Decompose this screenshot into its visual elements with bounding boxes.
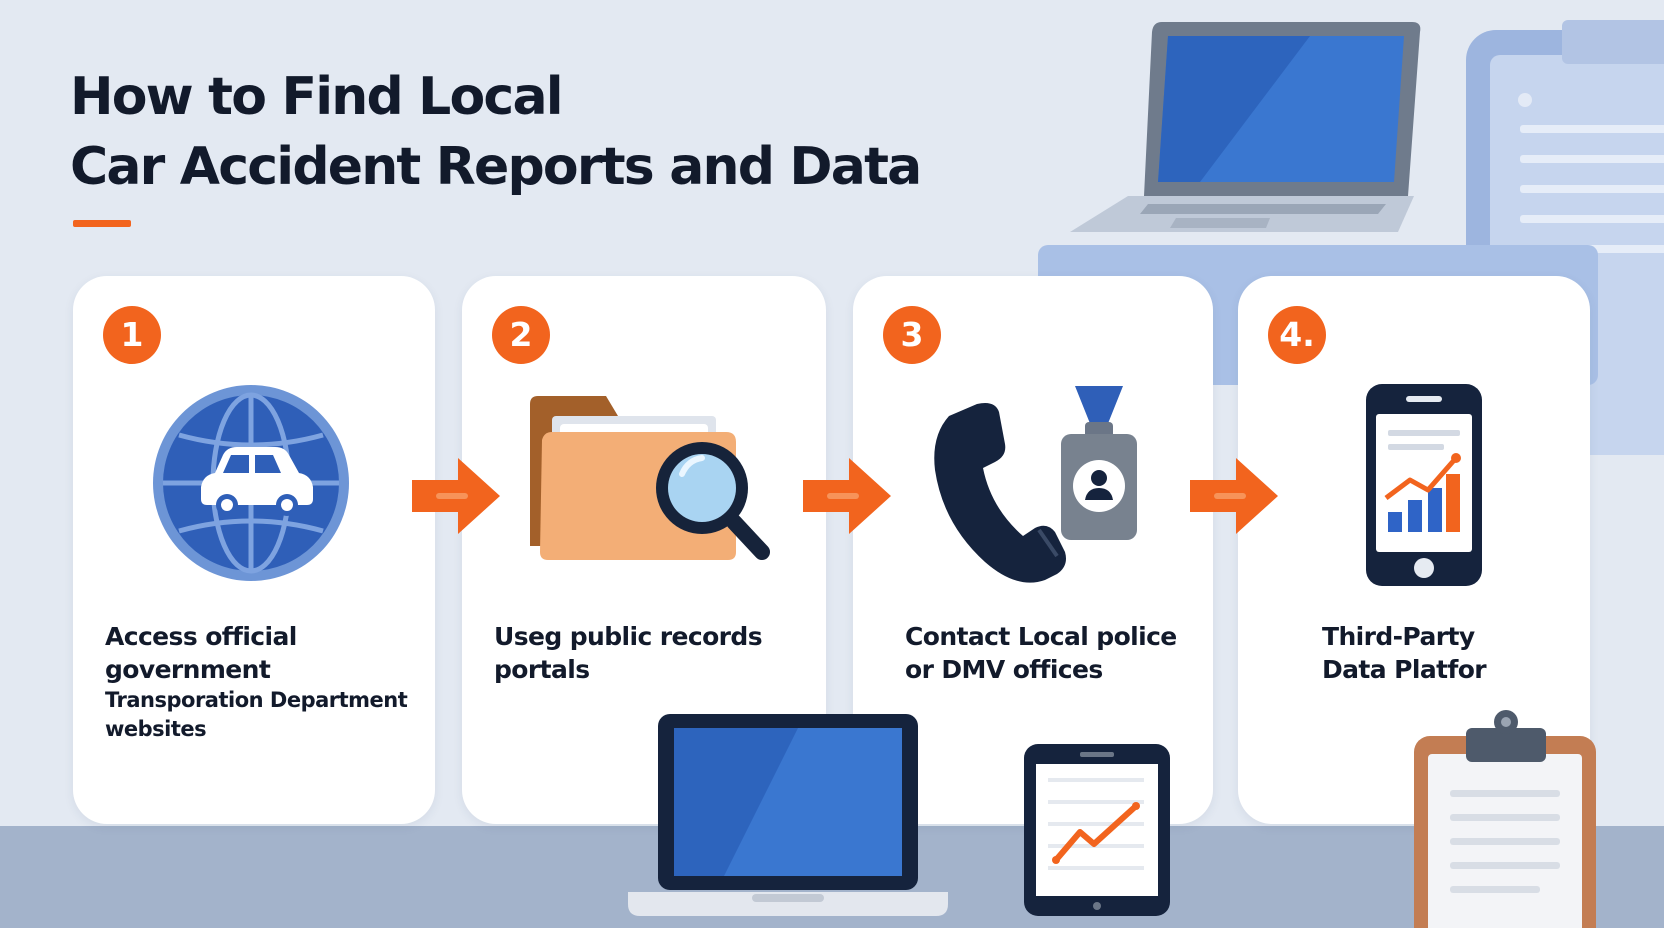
globe-car-icon xyxy=(153,385,349,581)
step-number-badge: 2 xyxy=(492,306,550,364)
step-number-badge: 3 xyxy=(883,306,941,364)
page-title: How to Find Local Car Accident Reports a… xyxy=(70,62,922,202)
phone-handset-icon xyxy=(934,403,1066,583)
folder-search-icon xyxy=(530,396,770,560)
title-line-2: Car Accident Reports and Data xyxy=(70,137,922,197)
step-number-badge: 4. xyxy=(1268,306,1326,364)
step-description-line: portals xyxy=(494,655,590,684)
step-description-line: government xyxy=(105,655,271,684)
step-description: Third-Party Data Platfor xyxy=(1322,620,1487,686)
phone-chart-icon xyxy=(1366,384,1482,586)
step-description-line: websites xyxy=(105,717,207,741)
foreground-laptop-icon xyxy=(628,714,948,916)
step-description-line: Transporation Department xyxy=(105,688,408,712)
arrow-right-icon xyxy=(412,458,500,534)
foreground-tablet-icon xyxy=(1024,744,1170,916)
step-number-badge: 1 xyxy=(103,306,161,364)
background-laptop-icon xyxy=(1070,22,1421,232)
arrow-right-icon xyxy=(803,458,891,534)
step-description-line: Third-Party xyxy=(1322,622,1475,651)
step-description: Access official government Transporation… xyxy=(105,620,408,744)
step-description: Useg public records portals xyxy=(494,620,763,686)
step-description-line: Contact Local police xyxy=(905,622,1177,651)
step-description: Contact Local police or DMV offices xyxy=(905,620,1177,686)
title-line-1: How to Find Local xyxy=(70,67,564,127)
step-card-1: 1 Access official government Transporati… xyxy=(73,276,435,824)
arrow-right-icon xyxy=(1190,458,1278,534)
id-badge-icon xyxy=(1061,386,1137,540)
step-description-line: Useg public records xyxy=(494,622,763,651)
step-description-line: or DMV offices xyxy=(905,655,1103,684)
foreground-clipboard-icon xyxy=(1414,710,1596,928)
step-description-line: Access official xyxy=(105,622,297,651)
step-card-3: 3 Contact Local police or DMV offices xyxy=(853,276,1213,824)
title-underline xyxy=(73,220,131,227)
step-description-line: Data Platfor xyxy=(1322,655,1487,684)
